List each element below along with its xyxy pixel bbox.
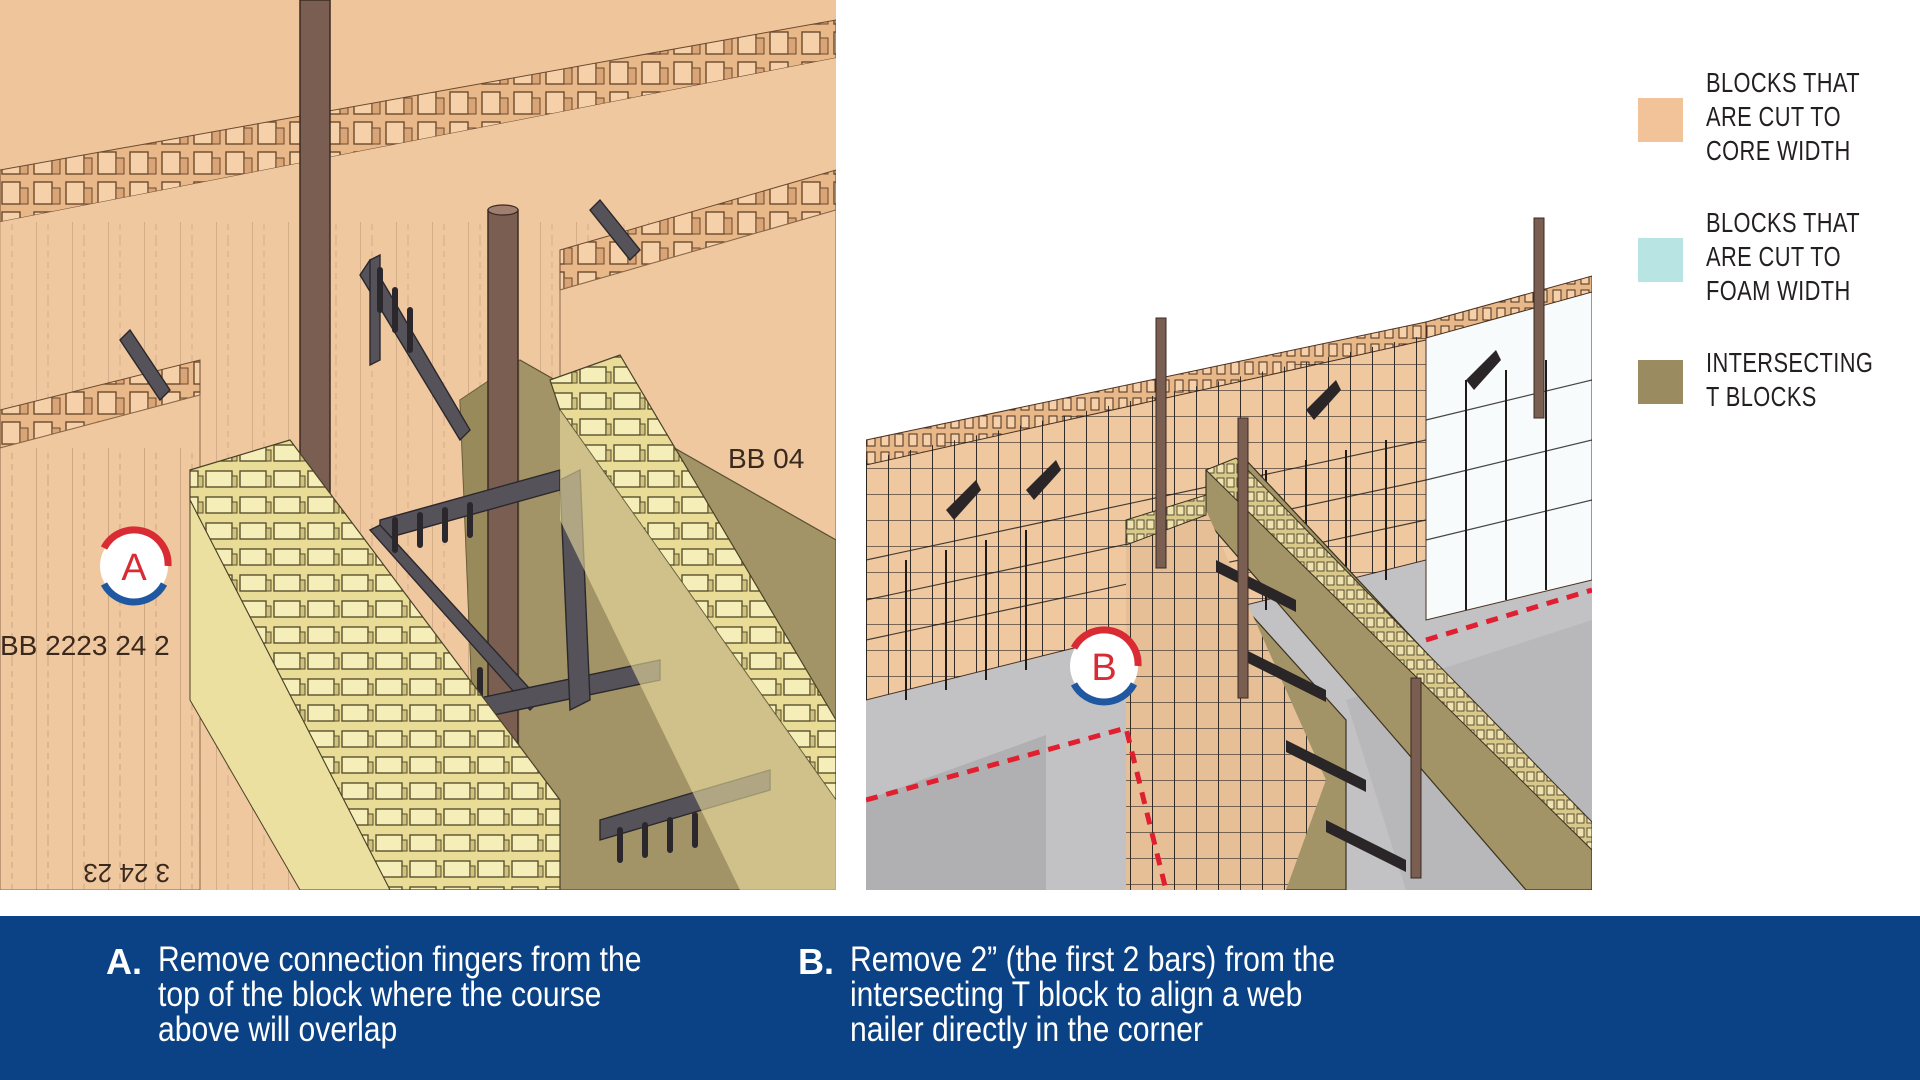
legend-swatch-foam-width [1638,238,1683,282]
block-label-lower: BB 2223 24 2 [0,630,170,661]
legend-item-t-blocks: INTERSECTING T BLOCKS [1638,346,1908,486]
legend: BLOCKS THAT ARE CUT TO CORE WIDTH BLOCKS… [1638,66,1908,486]
detail-a-illustration: BB 04 BB 2223 24 2 3 24 23 A [0,0,836,890]
marker-a-label: A [121,547,147,589]
caption-a-letter: A. [106,941,142,982]
legend-label-t-blocks: INTERSECTING T BLOCKS [1706,347,1874,412]
block-label-bottom: 3 24 23 [83,858,170,888]
detail-b-illustration: B [866,0,1592,890]
legend-label-core-width: BLOCKS THAT ARE CUT TO CORE WIDTH [1706,67,1860,166]
marker-b-label: B [1091,647,1116,689]
block-label-upper: BB 04 [728,443,804,474]
caption-b-letter: B. [798,941,834,982]
marker-a: A [100,526,172,606]
legend-item-foam-width: BLOCKS THAT ARE CUT TO FOAM WIDTH [1638,206,1908,346]
caption-footer: A. Remove connection fingers from the to… [0,916,1920,1080]
legend-item-core-width: BLOCKS THAT ARE CUT TO CORE WIDTH [1638,66,1908,206]
legend-label-foam-width: BLOCKS THAT ARE CUT TO FOAM WIDTH [1706,207,1860,306]
caption-a-text: Remove connection fingers from the top o… [158,940,642,1049]
marker-b: B [1070,626,1142,706]
caption-b-text: Remove 2” (the first 2 bars) from the in… [850,940,1336,1049]
legend-swatch-t-blocks [1638,360,1683,404]
legend-swatch-core-width [1638,98,1683,142]
